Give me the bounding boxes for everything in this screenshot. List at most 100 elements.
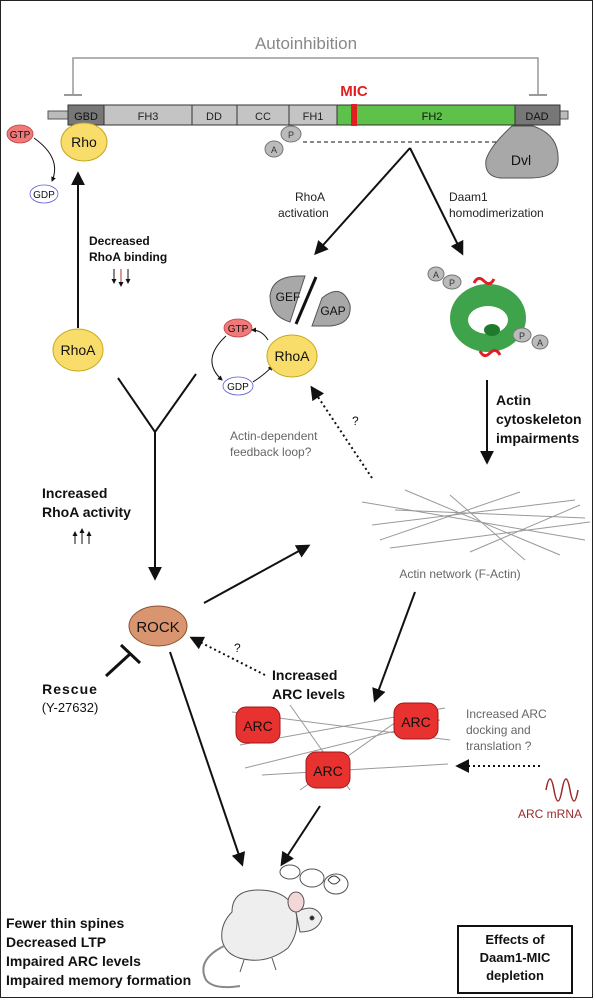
decreased-binding-l2: RhoA binding [89,250,167,264]
gap-shape [311,290,351,327]
phospho-p-top [280,125,302,143]
arrow-to-homodimerization [409,147,464,256]
cc-label: CC [255,111,271,123]
autoinhibition-bracket [64,57,547,96]
actin-impairments-l1: Actin [496,392,531,408]
dd-label: DD [206,111,222,123]
mic-label: MIC [340,83,368,100]
gef-label: GEF [276,290,301,304]
dad-label: DAD [525,111,548,123]
autoinhibition-label: Autoinhibition [255,34,357,53]
arrow-arc-to-mouse [280,805,321,867]
dvl-shape [485,125,559,179]
gdp-node-top [29,184,59,204]
rescue-inhibition-bar [119,643,142,665]
y-convergence-lines [117,373,197,578]
arc-docking-l2: docking and [466,723,531,737]
gdp-gtp-cycle-arc [252,365,273,383]
down-arrows-icon [111,269,131,287]
effect-2: Decreased LTP [6,934,106,950]
phospho-a-dimer-top-label: A [433,270,439,280]
daam1-dimer [450,276,526,358]
phospho-a-top [264,140,284,158]
actin-network-label: Actin network (F-Actin) [399,567,520,581]
arc-docking-l1: Increased ARC [466,707,547,721]
increased-arc-l2: ARC levels [272,686,345,702]
effect-3: Impaired ARC levels [6,953,141,969]
arc-node-3 [305,751,351,789]
rock-node [128,605,188,647]
rescue-compound: (Y-27632) [42,700,99,715]
arc-label-2: ARC [401,714,431,730]
rhoa-activation-l2: activation [278,206,329,220]
phospho-a-dimer-top [427,266,445,282]
increased-arc-l1: Increased [272,667,337,683]
daam1-domain-bar [47,104,569,126]
gap-label: GAP [320,304,345,318]
mic-mark [351,104,357,126]
gdp-node-mid [222,376,254,396]
effect-4: Impaired memory formation [6,972,191,988]
gtp-label-top: GTP [10,130,31,141]
homodimerization-l1: Daam1 [449,190,488,204]
fh2-label: FH2 [422,111,443,123]
arc-to-rock-dotted [189,636,266,676]
gbd-label: GBD [74,111,98,123]
effect-1: Fewer thin spines [6,915,124,931]
arc-label-3: ARC [313,763,343,779]
gtp-hydrolysis-arrow [33,137,56,182]
confused-thought-icon [279,864,349,895]
arrow-rock-to-mouse [169,651,246,867]
actin-network-lines [361,489,591,561]
rhoa-gtp-arc [251,327,269,341]
arc-mrna-label: ARC mRNA [518,807,582,821]
gtp-node-top [6,124,34,144]
effects-box-l1: Effects of [485,932,545,947]
phospho-p-dimer-top [442,274,462,290]
actin-impairments-l3: impairments [496,430,579,446]
phospho-p-top-label: P [288,130,294,140]
rock-label: ROCK [136,619,179,636]
effects-box-l2: Daam1-MIC [480,950,551,965]
feedback-l1: Actin-dependent [230,429,318,443]
effects-box-l3: depletion [486,968,544,983]
increased-rhoa-l1: Increased [42,485,107,501]
rho-label: Rho [71,134,97,150]
rho-bound-node [60,122,108,162]
arc-rock-question: ? [234,641,241,655]
mouse-illustration [202,889,323,989]
increased-rhoa-l2: RhoA activity [42,504,131,520]
phospho-a-dimer-bottom [531,334,549,350]
feedback-question: ? [352,414,359,428]
phospho-p-dimer-bottom-label: P [519,331,525,341]
arrow-rock-to-actin [203,544,311,604]
feedback-dotted-arrow [310,385,373,479]
arc-node-2 [393,702,439,740]
effects-box [457,925,573,994]
phospho-a-top-label: A [271,145,277,155]
domain-dad [514,104,561,126]
arc-node-1 [235,706,281,744]
arc-mrna-squiggle [545,778,579,802]
feedback-l2: feedback loop? [230,445,312,459]
rescue-inhibition-line [104,652,132,678]
fh1-label: FH1 [303,111,324,123]
decreased-binding-l1: Decreased [89,234,150,248]
arrow-to-rhoa-activation [314,147,411,256]
arc-docking-l3: translation ? [466,739,532,753]
gef-gap-divider [294,276,318,325]
rhoa-left-label: RhoA [60,342,96,358]
dvl-label: Dvl [511,152,531,168]
gtp-label-mid: GTP [228,324,249,335]
actin-impairments-l2: cytoskeleton [496,411,582,427]
rhoa-node-left [52,328,104,372]
rhoa-mid-label: RhoA [274,348,310,364]
arc-label-1: ARC [243,718,273,734]
gdp-label-mid: GDP [227,382,249,393]
gef-shape [269,275,306,323]
homodimerization-l2: homodimerization [449,206,544,220]
gtp-gdp-cycle-arc [211,335,227,381]
phospho-a-dimer-bottom-label: A [537,338,543,348]
